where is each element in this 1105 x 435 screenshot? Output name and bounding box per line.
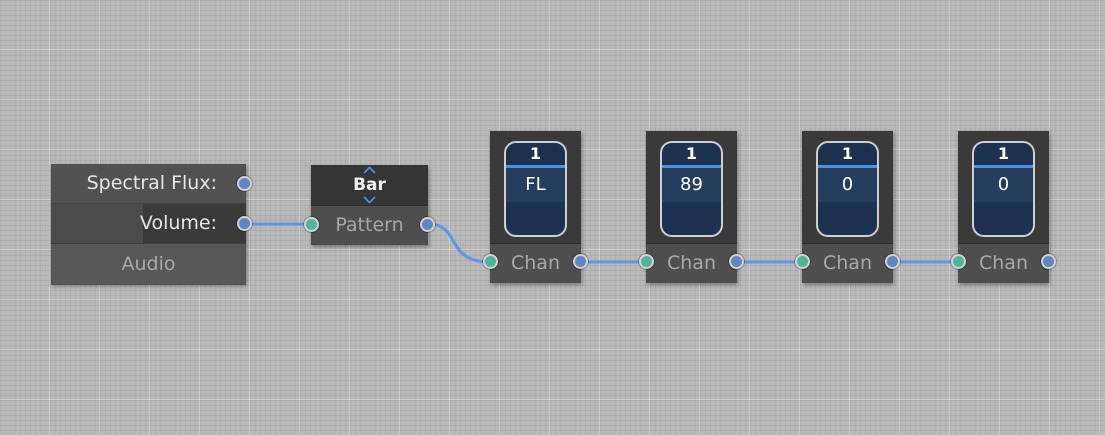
chevron-up-icon[interactable]: [363, 166, 376, 174]
volume-output-port[interactable]: [237, 216, 252, 231]
channel-value: 0: [818, 168, 877, 202]
wire-pattern-to-chan-1: [426, 222, 492, 264]
pattern-node-title-bar[interactable]: Pattern: [311, 205, 428, 245]
channel-node-title-bar[interactable]: Chan: [958, 243, 1049, 283]
pattern-node-title: Pattern: [335, 214, 404, 236]
channel-node-title-bar[interactable]: Chan: [646, 243, 737, 283]
channel-output-port[interactable]: [573, 254, 588, 269]
channel-number: 1: [662, 143, 721, 168]
channel-value: FL: [506, 168, 565, 202]
channel-canister[interactable]: 1 0: [816, 141, 879, 237]
channel-output-port[interactable]: [885, 254, 900, 269]
channel-value: 0: [974, 168, 1033, 202]
channel-input-port[interactable]: [951, 254, 966, 269]
volume-output-row: Volume:: [51, 203, 246, 243]
channel-input-port[interactable]: [795, 254, 810, 269]
pattern-value: Bar: [353, 175, 386, 195]
channel-canister[interactable]: 1 FL: [504, 141, 567, 237]
channel-output-port[interactable]: [729, 254, 744, 269]
channel-node-title-bar[interactable]: Chan: [802, 243, 893, 283]
spectral-flux-output-port[interactable]: [237, 176, 252, 191]
spectral-flux-output-row: Spectral Flux:: [51, 164, 246, 203]
channel-input-port[interactable]: [639, 254, 654, 269]
channel-canister[interactable]: 1 89: [660, 141, 723, 237]
channel-input-port[interactable]: [483, 254, 498, 269]
channel-value: 89: [662, 168, 721, 202]
spectral-flux-label: Spectral Flux:: [86, 172, 217, 194]
channel-node-title-bar[interactable]: Chan: [490, 243, 581, 283]
channel-number: 1: [506, 143, 565, 168]
audio-node-title: Audio: [121, 253, 176, 275]
channel-canister[interactable]: 1 0: [972, 141, 1035, 237]
pattern-value-selector[interactable]: Bar: [311, 165, 428, 205]
channel-number: 1: [818, 143, 877, 168]
chevron-down-icon[interactable]: [363, 196, 376, 204]
channel-node-1[interactable]: 1 FL Chan: [483, 131, 588, 283]
channel-node-title: Chan: [511, 252, 560, 274]
pattern-node[interactable]: Bar Pattern: [304, 165, 435, 245]
channel-node-2[interactable]: 1 89 Chan: [639, 131, 744, 283]
channel-node-4[interactable]: 1 0 Chan: [951, 131, 1056, 283]
volume-label: Volume:: [139, 212, 217, 234]
channel-node-title: Chan: [667, 252, 716, 274]
pattern-input-port[interactable]: [304, 217, 319, 232]
channel-node-3[interactable]: 1 0 Chan: [795, 131, 900, 283]
channel-output-port[interactable]: [1041, 254, 1056, 269]
channel-number: 1: [974, 143, 1033, 168]
pattern-output-port[interactable]: [420, 217, 435, 232]
audio-node[interactable]: Spectral Flux: Volume: Audio: [51, 164, 252, 285]
audio-node-title-bar[interactable]: Audio: [51, 243, 246, 285]
channel-node-title: Chan: [979, 252, 1028, 274]
channel-node-title: Chan: [823, 252, 872, 274]
